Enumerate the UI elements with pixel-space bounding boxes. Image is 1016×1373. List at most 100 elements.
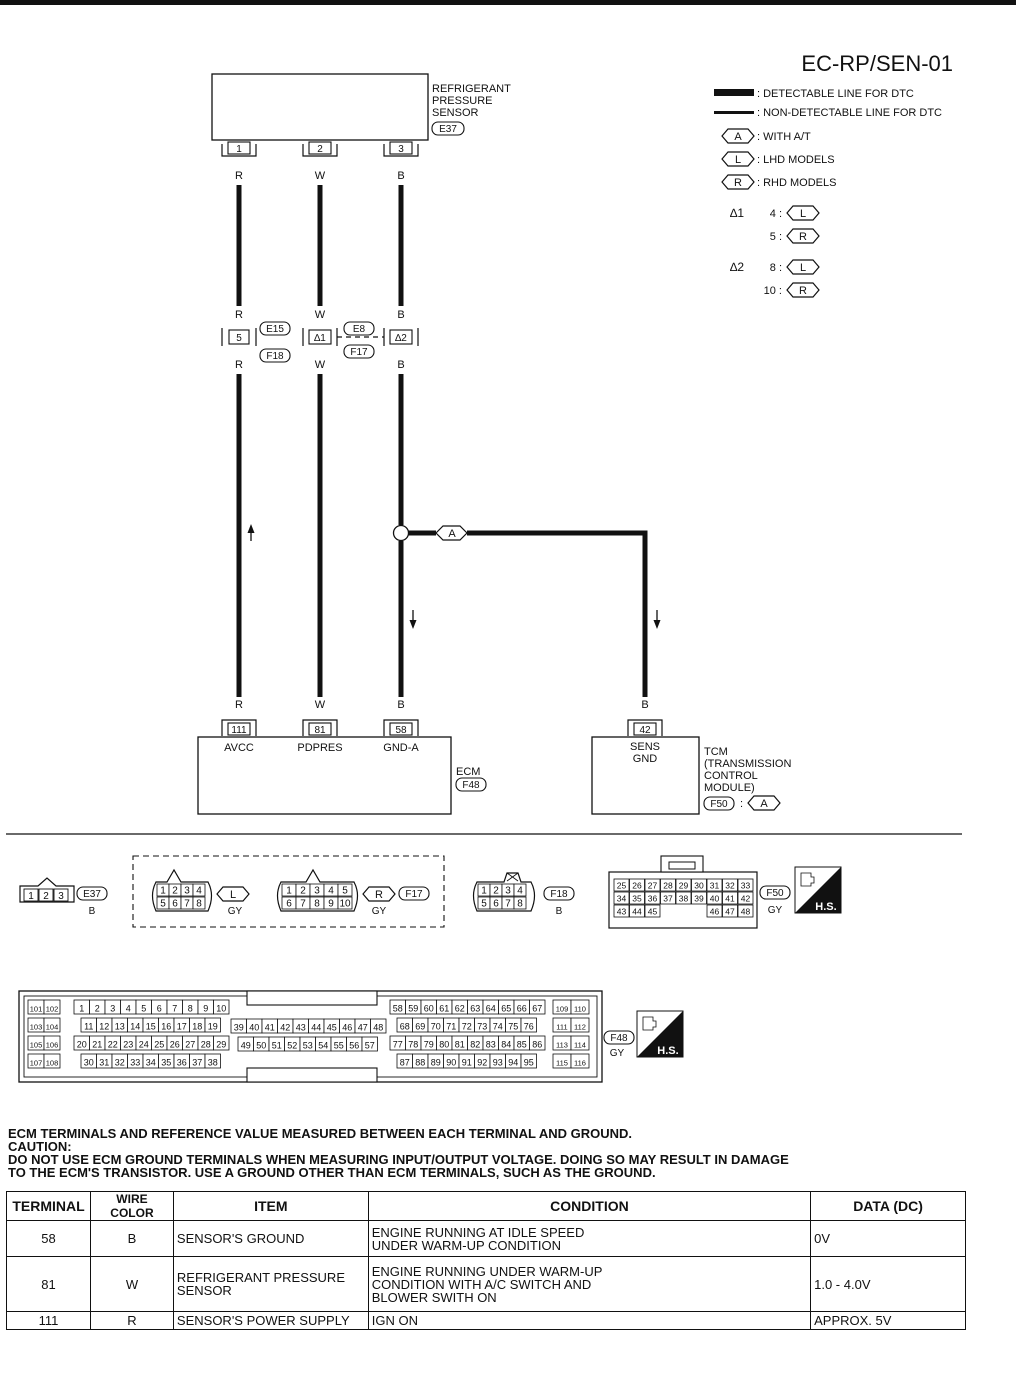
junction-conn-f17: F17 [350,347,368,358]
legend-star2-num2: 10 : [764,285,782,297]
pin-number: 33 [130,1058,140,1068]
pin-number: 64 [486,1004,496,1014]
pin-number: 45 [327,1023,337,1033]
f18-color: B [556,906,563,917]
table-row: 58 B SENSOR'S GROUND ENGINE RUNNING AT I… [6,1220,966,1257]
pin-number: 16 [161,1022,171,1032]
branch-code: A [448,528,456,540]
pin-cell [213,999,230,1015]
pin-number: 71 [446,1022,456,1032]
pin-number: 49 [241,1041,251,1051]
pin-number: 35 [161,1058,171,1068]
pin-number: 20 [77,1040,87,1050]
f48-id: F48 [610,1033,628,1044]
pin-cell [43,1053,61,1069]
pin-number: 2 [95,1004,100,1014]
pin-number: 2 [300,886,306,897]
legend-lhd: : LHD MODELS [757,154,835,166]
pin-number: 72 [462,1022,472,1032]
pin-number: 7 [300,899,306,910]
table-row: 81 W REFRIGERANT PRESSURE SENSOR ENGINE … [6,1256,966,1312]
junction-color-bottom-b: B [397,359,404,371]
pin-number: 95 [524,1058,534,1068]
pin-number: 3 [505,886,511,897]
pin-number: 51 [272,1041,282,1051]
pin-number: 36 [177,1058,187,1068]
pin-number: 62 [455,1004,465,1014]
pin-number: 80 [439,1040,449,1050]
pin-number: 31 [99,1058,109,1068]
legend-star2-num1: 8 : [770,262,782,274]
pin-number: 37 [663,894,673,904]
pin-number: 1 [481,886,487,897]
pin-cell [192,883,206,897]
pin-number: 41 [265,1023,275,1033]
top-border [0,0,1016,5]
sensor-pin-1-num: 1 [236,144,242,155]
pin-cell [706,904,723,918]
pin-number: 42 [741,894,751,904]
pin-number: 6 [157,1004,162,1014]
r-conn-code: R [375,889,383,901]
junction-color-bottom-w: W [315,359,326,371]
condition-line: ENGINE RUNNING UNDER WARM-UP [371,1263,603,1279]
condition-line: CONDITION WITH A/C SWITCH AND [371,1276,592,1292]
pin-cell [737,891,754,905]
ecm-pin-81-color: W [315,699,326,711]
legend-star1-code2: R [799,231,807,243]
ecm-connector-id: F48 [462,780,480,791]
pin-number: 53 [303,1041,313,1051]
ecm-module: ECM F48 [197,736,487,815]
pin-number: 35 [632,894,642,904]
pin-number: 15 [146,1022,156,1032]
pin-number: 116 [574,1059,586,1068]
pin-number: 61 [439,1004,449,1014]
legend-rhd: : RHD MODELS [757,177,836,189]
legend-star2: ∆2 [730,260,744,274]
pin-number: 22 [108,1040,118,1050]
pin-number: 39 [694,894,704,904]
row-condition: ENGINE RUNNING UNDER WARM-UP CONDITION W… [367,1256,812,1312]
row-data: 1.0 - 4.0V [810,1256,966,1312]
junction-connector: R W B 5 ∆1 ∆2 E15 F18 E8 F17 R W B [221,309,419,371]
pin-cell [660,878,676,892]
ecm-pin-111: R 111 AVCC [221,699,257,754]
pin-cell [629,891,645,905]
tcm-module: TCM (TRANSMISSION CONTROL MODULE) F50 : … [591,736,791,815]
sensor-pin-3-color: B [397,170,404,182]
pin-number: 8 [517,899,523,910]
legend-code-l: L [735,154,741,166]
pin-number: 5 [141,1004,146,1014]
pin-cell [706,891,723,905]
pin-cell [675,891,692,905]
arrow-up-icon [247,524,255,541]
junction-pin-3: ∆2 [395,333,407,344]
pin-number: 68 [400,1022,410,1032]
pin-number: 32 [115,1058,125,1068]
pin-cell [706,878,723,892]
pin-number: 112 [574,1023,586,1032]
pin-number: 44 [632,907,642,917]
tcm-label-3: CONTROL [704,770,758,782]
sensor-connector-id: E37 [439,124,457,135]
pin-number: 93 [493,1058,503,1068]
row-condition: ENGINE RUNNING AT IDLE SPEED UNDER WARM-… [367,1220,812,1257]
row-data: APPROX. 5V [810,1311,966,1330]
junction-color-top-b: B [397,309,404,321]
pin-number: 105 [30,1041,43,1050]
table-row: 111 R SENSOR'S POWER SUPPLY IGN ON APPRO… [6,1311,966,1330]
pin-cell [570,1035,590,1051]
pin-number: 6 [172,899,178,910]
pin-cell [722,878,738,892]
legend-star2-code1: L [800,262,806,274]
condition-line: IGN ON [371,1313,418,1328]
row-condition: IGN ON [367,1311,812,1330]
pin-number: 27 [648,881,658,891]
l-conn-color: GY [228,906,243,917]
e37-id: E37 [83,889,101,900]
pin-number: 110 [574,1005,586,1014]
pin-number: 6 [493,899,499,910]
